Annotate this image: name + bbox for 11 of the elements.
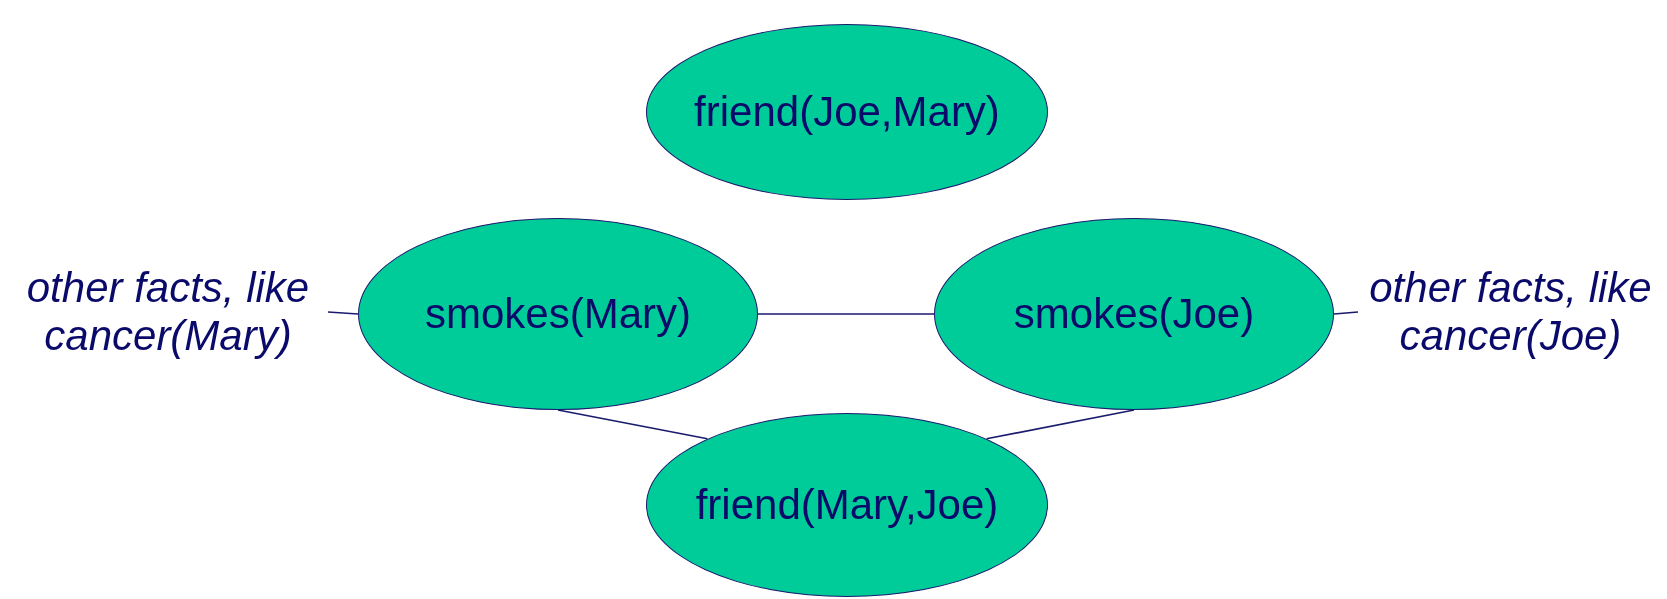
note-text: other facts, like cancer(Mary): [25, 264, 311, 360]
connector-line: [985, 409, 1135, 440]
connector-line: [1333, 311, 1359, 315]
node-label: smokes(Mary): [425, 290, 691, 338]
node-label: friend(Mary,Joe): [695, 481, 999, 529]
connector-line: [557, 409, 709, 440]
node-label: smokes(Joe): [1013, 290, 1255, 338]
note-text: other facts, like cancer(Joe): [1368, 264, 1653, 360]
connector-line: [757, 313, 935, 315]
node-label: friend(Joe,Mary): [694, 88, 1000, 136]
connector-line: [327, 311, 359, 315]
